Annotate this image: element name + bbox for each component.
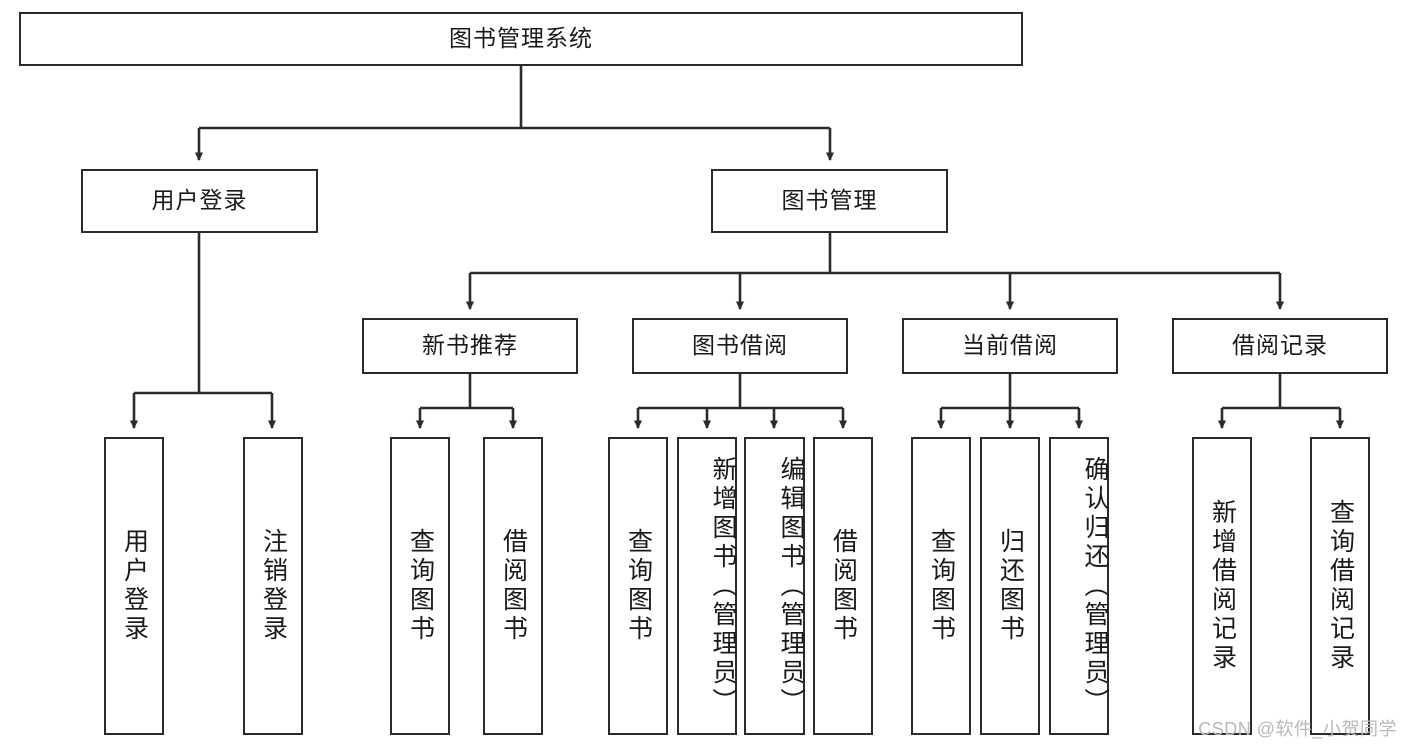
node-leaf-query-book-recommend[interactable]: 查询图书 bbox=[390, 437, 450, 735]
node-leaf-query-book-current[interactable]: 查询图书 bbox=[911, 437, 971, 735]
node-label: 注销登录 bbox=[259, 528, 288, 644]
node-label: 用户登录 bbox=[151, 187, 248, 214]
node-current-borrow[interactable]: 当前借阅 bbox=[902, 318, 1118, 374]
node-label: 图书管理系统 bbox=[449, 25, 593, 52]
node-leaf-borrow-book[interactable]: 借阅图书 bbox=[813, 437, 873, 735]
node-label: 确认归还（管理员） bbox=[1081, 455, 1109, 717]
node-label: 借阅图书 bbox=[499, 528, 528, 644]
watermark-text: CSDN @软件_小贺同学 bbox=[1198, 719, 1397, 739]
node-label: 查询图书 bbox=[624, 528, 653, 644]
node-label: 图书借阅 bbox=[692, 332, 788, 359]
node-leaf-add-book-admin[interactable]: 新增图书（管理员） bbox=[677, 437, 737, 735]
node-label: 归还图书 bbox=[996, 528, 1025, 644]
node-label: 查询图书 bbox=[927, 528, 956, 644]
node-leaf-borrow-book-recommend[interactable]: 借阅图书 bbox=[483, 437, 543, 735]
node-label: 借阅图书 bbox=[829, 528, 858, 644]
node-leaf-return-book[interactable]: 归还图书 bbox=[980, 437, 1040, 735]
node-label: 图书管理 bbox=[781, 187, 878, 214]
node-new-book-recommend[interactable]: 新书推荐 bbox=[362, 318, 578, 374]
node-book-borrow[interactable]: 图书借阅 bbox=[632, 318, 848, 374]
node-label: 新书推荐 bbox=[422, 332, 518, 359]
node-label: 新增借阅记录 bbox=[1208, 499, 1237, 673]
node-book-management[interactable]: 图书管理 bbox=[711, 169, 948, 233]
node-leaf-confirm-return-admin[interactable]: 确认归还（管理员） bbox=[1049, 437, 1109, 735]
node-label: 编辑图书（管理员） bbox=[777, 455, 805, 717]
node-root-book-management-system[interactable]: 图书管理系统 bbox=[19, 12, 1023, 66]
node-label: 查询图书 bbox=[406, 528, 435, 644]
node-leaf-query-book-borrow[interactable]: 查询图书 bbox=[608, 437, 668, 735]
node-leaf-add-borrow-record[interactable]: 新增借阅记录 bbox=[1192, 437, 1252, 735]
node-user-login[interactable]: 用户登录 bbox=[81, 169, 318, 233]
node-label: 当前借阅 bbox=[962, 332, 1058, 359]
node-leaf-query-borrow-record[interactable]: 查询借阅记录 bbox=[1310, 437, 1370, 735]
node-leaf-logout[interactable]: 注销登录 bbox=[243, 437, 303, 735]
node-leaf-edit-book-admin[interactable]: 编辑图书（管理员） bbox=[744, 437, 805, 735]
node-label: 借阅记录 bbox=[1232, 332, 1328, 359]
node-borrow-record[interactable]: 借阅记录 bbox=[1172, 318, 1388, 374]
node-leaf-user-login[interactable]: 用户登录 bbox=[104, 437, 164, 735]
node-label: 用户登录 bbox=[120, 528, 149, 644]
node-label: 查询借阅记录 bbox=[1326, 499, 1355, 673]
node-label: 新增图书（管理员） bbox=[709, 455, 737, 717]
